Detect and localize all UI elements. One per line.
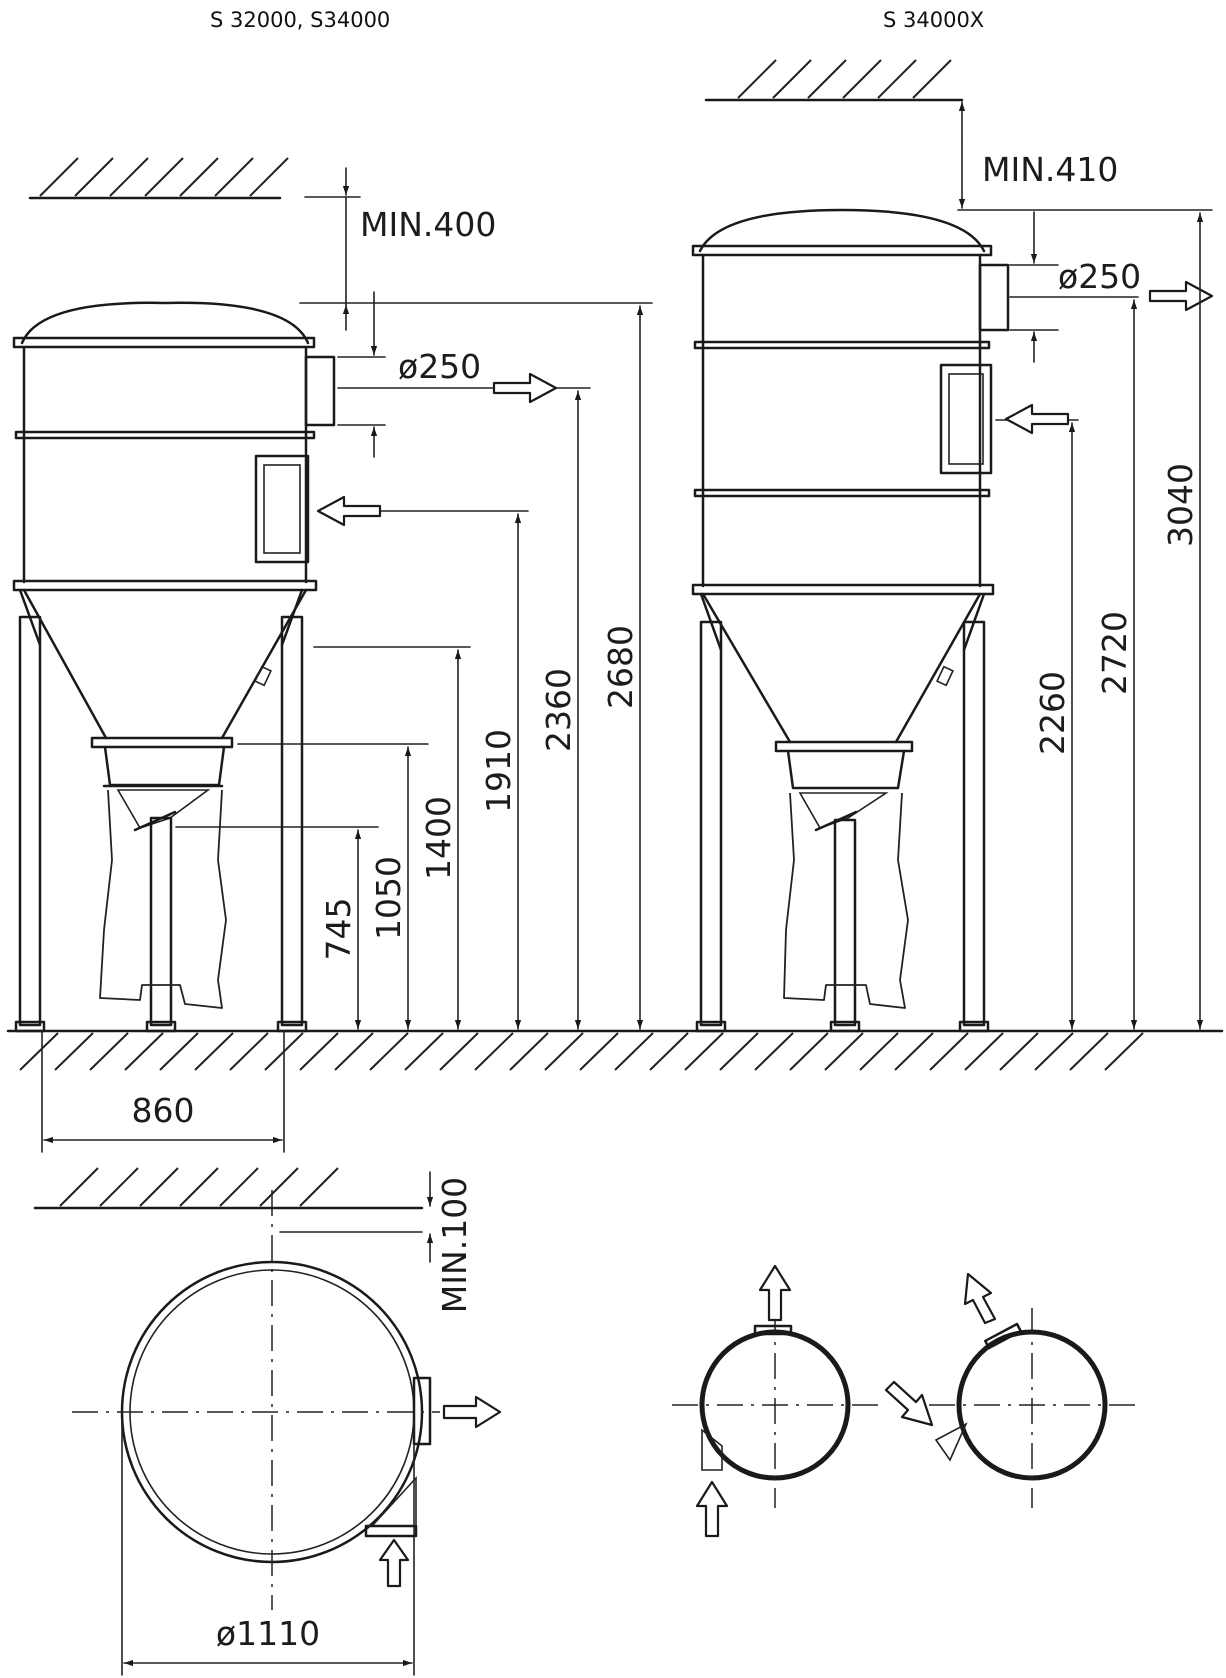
plan-outlet-arrow-icon	[442, 1395, 502, 1429]
right-outlet-height-label: 2720	[1095, 611, 1134, 695]
floor	[6, 1029, 1224, 1071]
model-title-left: S 32000, S34000	[210, 8, 391, 32]
left-inlet-arrow-icon	[316, 495, 382, 527]
plan-inlet-arrow-icon	[378, 1538, 410, 1588]
right-inlet-arrow-icon	[1004, 403, 1070, 435]
variant-a-outlet-arrow-icon	[758, 1264, 792, 1322]
right-total-height-label: 3040	[1161, 463, 1200, 547]
left-outlet-diameter-label: ø250	[398, 347, 481, 386]
right-outlet-diameter-label: ø250	[1058, 257, 1141, 296]
left-bag-top-height-label: 1050	[369, 856, 408, 940]
left-leg-spacing-label: 860	[132, 1091, 195, 1130]
left-min-clearance-label: MIN.400	[360, 205, 496, 244]
left-bag-bottom-height-label: 745	[319, 898, 358, 961]
right-outlet-arrow-icon	[1148, 280, 1214, 312]
left-ceiling	[28, 157, 361, 200]
variant-a-inlet-arrow-icon	[695, 1480, 729, 1538]
left-outlet-arrow-icon	[492, 372, 558, 404]
left-cone-height-label: 1400	[419, 796, 458, 880]
left-unit-elevation: MIN.400 ø250 2680 2360 1910 1400 1050 74…	[12, 157, 653, 1153]
right-inlet-height-label: 2260	[1033, 671, 1072, 755]
plan-view: MIN.100 ø1110	[33, 1167, 502, 1676]
plan-wall-clearance-label: MIN.100	[435, 1177, 474, 1313]
variant-b-outlet-arrow-icon	[963, 1272, 997, 1325]
orientation-variant-b	[884, 1272, 1135, 1508]
left-inlet-height-label: 1910	[479, 729, 518, 813]
right-unit-elevation: MIN.410 ø250 3040 2720 2260	[691, 59, 1214, 1033]
orientation-variant-a	[672, 1264, 878, 1538]
model-title-right: S 34000X	[883, 8, 985, 32]
variant-b-inlet-arrow-icon	[884, 1380, 934, 1427]
right-min-clearance-label: MIN.410	[982, 150, 1118, 189]
left-outlet-height-label: 2360	[539, 668, 578, 752]
left-total-height-label: 2680	[601, 625, 640, 709]
right-ceiling	[704, 59, 964, 102]
plan-body-diameter-label: ø1110	[216, 1614, 320, 1653]
